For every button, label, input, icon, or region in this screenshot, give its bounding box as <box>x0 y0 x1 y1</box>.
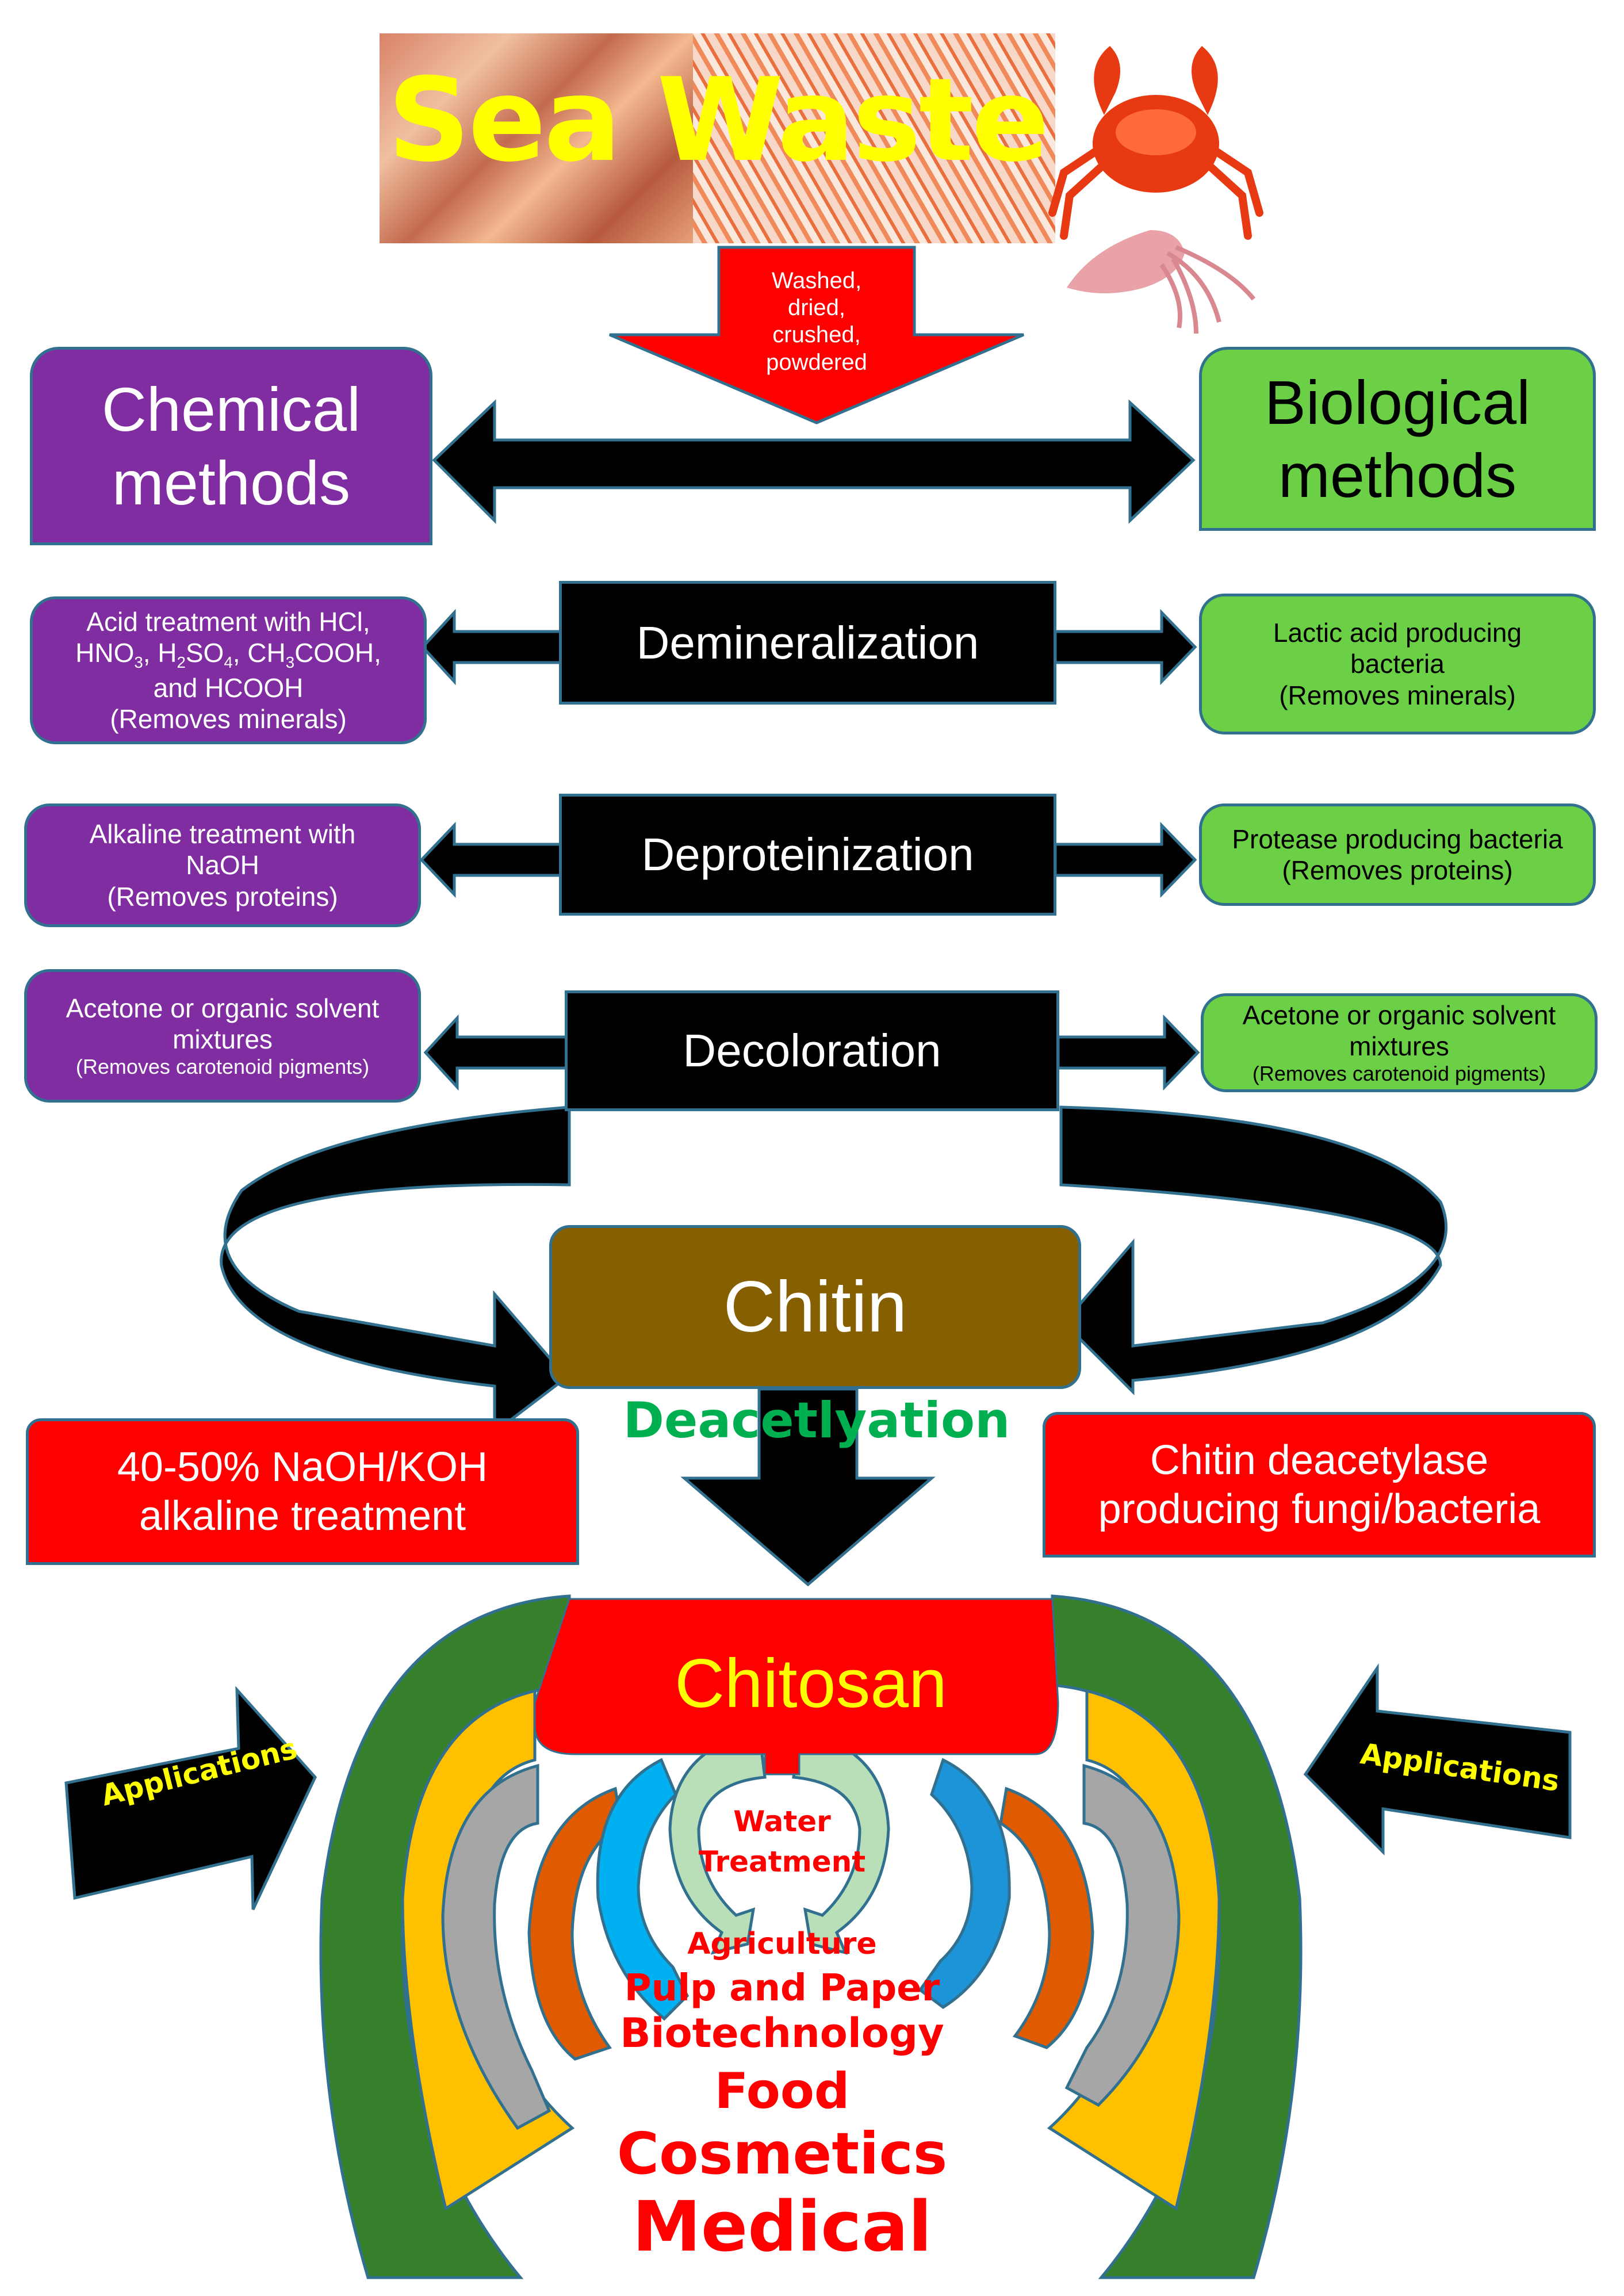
decoloration-chemical: Acetone or organic solvent mixtures (Rem… <box>24 969 421 1103</box>
arc-blue-right <box>918 1758 1011 2010</box>
biological-methods-box: Biological methods <box>1199 347 1596 531</box>
arc-gray-left <box>441 1763 551 2130</box>
left-curve-arrow <box>220 1105 571 1436</box>
arc-gray-right <box>1064 1763 1181 2107</box>
deproteinization-chemical: Alkaline treatment with NaOH (Removes pr… <box>24 803 421 927</box>
applications-arrow-right <box>1303 1663 1572 1856</box>
demineralization-chemical: Acid treatment with HCl, HNO3, H2SO4, CH… <box>30 596 427 744</box>
app-water: Water <box>733 1805 831 1838</box>
preprocess-arrow <box>609 246 1024 424</box>
arc-orange-right <box>999 1786 1094 2049</box>
app-cosmetics: Cosmetics <box>616 2120 948 2187</box>
deacetylation-label: Deacetlyation <box>623 1392 1010 1449</box>
app-food: Food <box>714 2062 850 2120</box>
app-biotechnology: Biotechnology <box>620 2010 944 2057</box>
deacetylation-arrow <box>680 1387 936 1587</box>
step-demineralization: Demineralization <box>559 581 1056 705</box>
decoloration-biological: Acetone or organic solvent mixtures (Rem… <box>1201 993 1598 1092</box>
deacetylation-biological-box: Chitin deacetylase producing fungi/bacte… <box>1043 1412 1596 1558</box>
step-decoloration: Decoloration <box>565 990 1059 1111</box>
app-agriculture: Agriculture <box>687 1927 877 1961</box>
demineralization-biological: Lactic acid producing bacteria (Removes … <box>1199 594 1596 734</box>
app-treatment: Treatment <box>698 1845 866 1878</box>
chitosan-label: Chitosan <box>675 1645 947 1722</box>
methods-double-arrow <box>432 399 1196 525</box>
deproteinization-biological: Protease producing bacteria (Removes pro… <box>1199 803 1596 906</box>
arc-orange-left <box>527 1786 623 2061</box>
applications-list: Water Treatment Agriculture Pulp and Pap… <box>581 1801 983 2267</box>
arc-lightgreen-right <box>792 1729 890 1955</box>
acid-formula-line: HNO3, H2SO4, CH3COOH, <box>75 638 381 672</box>
shrimp-photo <box>380 33 693 243</box>
krill-photo <box>693 33 1055 243</box>
app-medical: Medical <box>632 2187 932 2267</box>
applications-arrow-left <box>64 1686 317 1911</box>
app-pulp-paper: Pulp and Paper <box>624 1967 940 2010</box>
chitosan-box <box>534 1598 1059 1775</box>
deacetylation-chemical-box: 40-50% NaOH/KOH alkaline treatment <box>26 1418 579 1565</box>
arc-blue-left <box>596 1758 690 2021</box>
preprocess-label: Washed, dried, crushed, powdered <box>766 268 867 375</box>
step-deproteinization: Deproteinization <box>559 794 1056 916</box>
right-curve-arrow <box>1059 1105 1447 1396</box>
sea-waste-title: Sea Waste <box>387 53 1050 187</box>
chemical-methods-box: Chemical methods <box>30 347 432 545</box>
arc-lightgreen-left <box>668 1729 767 1955</box>
